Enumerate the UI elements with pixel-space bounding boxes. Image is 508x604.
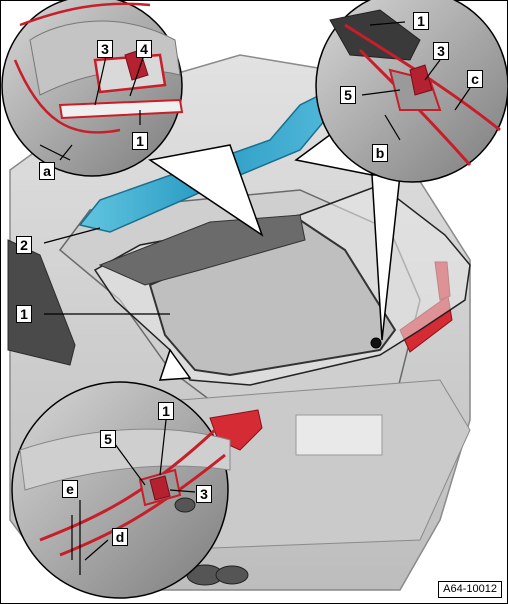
detail-circle-top-right <box>294 0 508 341</box>
callout-3-top-left: 3 <box>97 40 113 58</box>
callout-1-top-left: 1 <box>132 132 148 150</box>
license-plate-recess <box>295 414 383 456</box>
leader-lines-main <box>43 227 170 315</box>
callout-1-bottom: 1 <box>158 402 174 420</box>
callout-3-top-right: 3 <box>433 42 449 60</box>
callout-a: a <box>39 162 55 180</box>
callout-2: 2 <box>16 236 32 254</box>
callout-e: e <box>62 480 78 498</box>
callout-d: d <box>112 528 128 546</box>
callout-1-main: 1 <box>16 305 32 323</box>
callout-c: c <box>467 70 483 88</box>
tailgate-emblem <box>370 337 382 349</box>
callout-3-bottom: 3 <box>196 485 212 503</box>
detail-circle-bottom-left <box>11 348 231 599</box>
callout-5-bottom: 5 <box>100 430 116 448</box>
side-window <box>7 239 76 366</box>
callout-b: b <box>372 144 388 162</box>
exhaust-right <box>215 565 249 585</box>
cargo-area <box>98 214 306 286</box>
callout-1-top-right: 1 <box>413 12 429 30</box>
callout-5-top-right: 5 <box>340 86 356 104</box>
figure-id: A64-10012 <box>438 581 502 598</box>
callout-4-top-left: 4 <box>136 40 152 58</box>
